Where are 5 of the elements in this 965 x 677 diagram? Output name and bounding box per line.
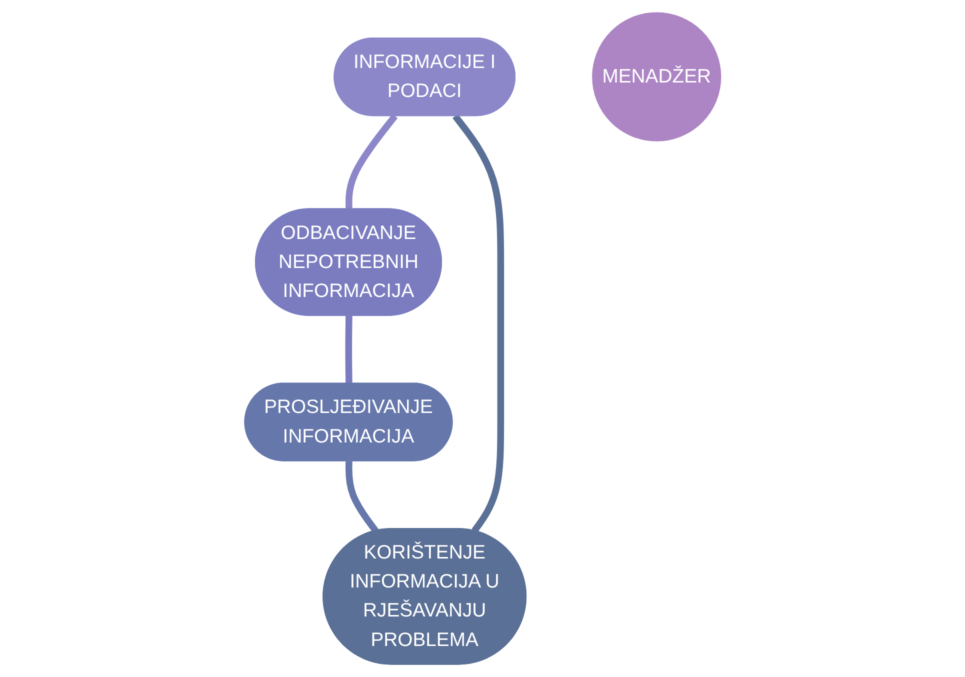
connector (345, 461, 378, 533)
connector (345, 316, 352, 384)
connector (452, 114, 504, 533)
connector (345, 114, 398, 210)
node-circle: MENADŽER (592, 12, 721, 142)
